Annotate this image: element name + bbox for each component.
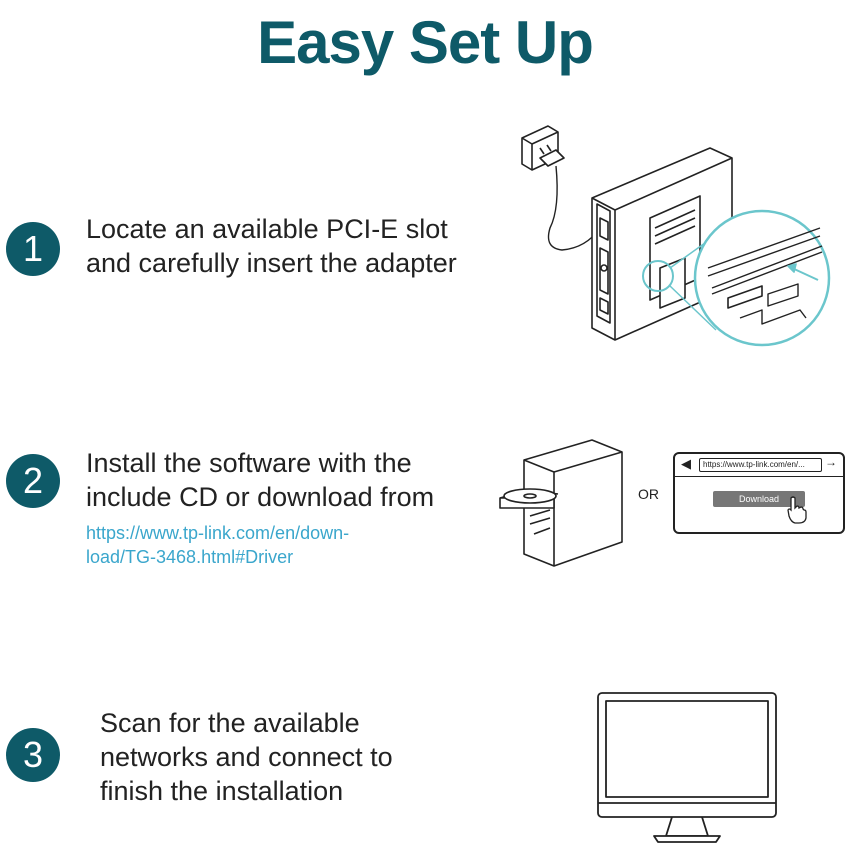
step-2-badge: 2	[6, 454, 60, 508]
back-arrow-icon[interactable]: ◀	[681, 456, 691, 471]
pcie-slot-zoom-icon	[693, 209, 831, 347]
pc-tower-pcie-illustration	[521, 125, 831, 347]
address-bar[interactable]: https://www.tp-link.com/en/...	[699, 458, 822, 472]
monitor-illustration	[597, 692, 777, 843]
step-3-badge: 3	[6, 728, 60, 782]
page-title: Easy Set Up	[257, 9, 594, 76]
step-2-line-2: include CD or download from	[86, 482, 435, 512]
slot-highlight-circle	[642, 260, 674, 292]
hand-pointer-icon	[787, 496, 807, 524]
step-2-text: Install the software with the include CD…	[86, 446, 434, 514]
step-2-line-1: Install the software with the	[86, 448, 412, 478]
step-1-line-1: Locate an available PCI-E slot	[86, 214, 448, 244]
step-3-text: Scan for the available networks and conn…	[100, 706, 393, 808]
or-label: OR	[638, 486, 659, 502]
step-3-line-1: Scan for the available	[100, 708, 360, 738]
driver-link-line-1[interactable]: https://www.tp-link.com/en/down-	[86, 523, 350, 543]
step-3-line-2: networks and connect to	[100, 742, 393, 772]
forward-arrow-icon[interactable]: →	[825, 455, 837, 469]
power-cable-icon	[547, 165, 601, 251]
cd-drive-illustration	[499, 439, 623, 567]
browser-toolbar: ◀ https://www.tp-link.com/en/... →	[675, 454, 843, 477]
driver-link-line-2[interactable]: load/TG-3468.html#Driver	[86, 547, 294, 567]
step-1-badge: 1	[6, 222, 60, 276]
download-button[interactable]: Download	[713, 491, 805, 507]
browser-window-illustration: ◀ https://www.tp-link.com/en/... → Downl…	[673, 452, 845, 534]
step-3-line-3: finish the installation	[100, 776, 344, 806]
driver-download-link[interactable]: https://www.tp-link.com/en/down- load/TG…	[86, 521, 349, 569]
step-1-line-2: and carefully insert the adapter	[86, 248, 457, 278]
wall-socket-icon	[521, 125, 565, 171]
step-1-text: Locate an available PCI-E slot and caref…	[86, 212, 457, 280]
